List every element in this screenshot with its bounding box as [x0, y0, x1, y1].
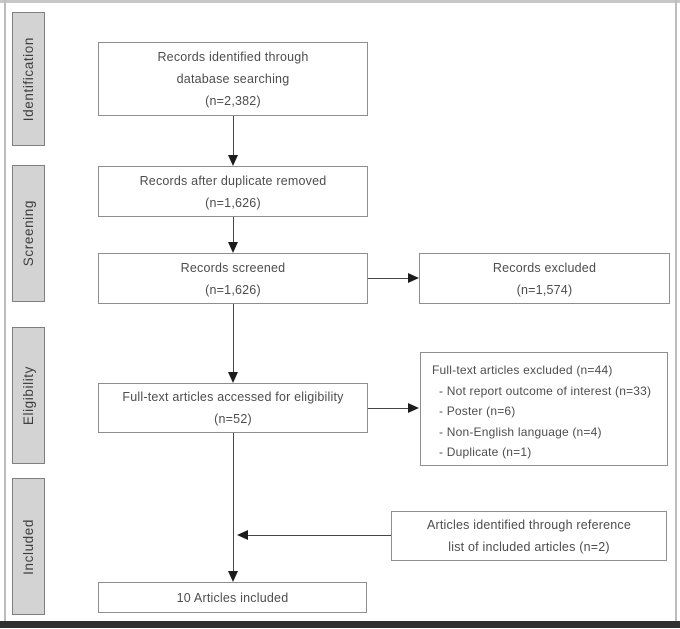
box-fulltext-excluded: Full-text articles excluded (n=44) - Not…	[420, 352, 668, 466]
box-records-screened: Records screened (n=1,626)	[98, 253, 368, 304]
box-fulltext-excluded-reason-1: - Not report outcome of interest (n=33)	[439, 383, 652, 398]
box-records-identified-line1: Records identified through	[157, 50, 309, 64]
box-fulltext-accessed: Full-text articles accessed for eligibil…	[98, 383, 368, 433]
box-records-excluded-count: (n=1,574)	[516, 282, 573, 297]
stage-label-identification: Identification	[21, 36, 36, 122]
box-after-duplicates: Records after duplicate removed (n=1,626…	[98, 166, 368, 217]
arrow-fulltext-to-excluded-stem	[368, 408, 409, 409]
box-fulltext-excluded-reason-3: - Non-English language (n=4)	[439, 424, 602, 439]
frame-border-bottom	[0, 621, 680, 628]
arrow-duplicates-to-screened-head	[228, 242, 238, 253]
box-records-identified-count: (n=2,382)	[205, 94, 261, 108]
box-records-excluded-line1: Records excluded	[492, 260, 597, 275]
box-records-screened-count: (n=1,626)	[205, 282, 261, 297]
stage-band-included: Included	[12, 478, 45, 615]
arrow-duplicates-to-screened-stem	[233, 217, 234, 243]
box-articles-included-line1: 10 Articles included	[176, 590, 289, 605]
box-fulltext-accessed-line1: Full-text articles accessed for eligibil…	[122, 390, 344, 404]
box-after-duplicates-line1: Records after duplicate removed	[139, 173, 327, 188]
frame-border-left	[4, 0, 6, 625]
box-records-identified-line2: database searching	[176, 72, 290, 86]
stage-label-eligibility: Eligibility	[21, 365, 36, 426]
arrow-fulltext-to-included-head	[228, 571, 238, 582]
stage-band-screening: Screening	[12, 165, 45, 302]
arrow-reference-to-included-head	[237, 530, 248, 540]
box-articles-included: 10 Articles included	[98, 582, 367, 613]
arrow-screened-to-excluded-stem	[368, 278, 410, 279]
arrow-reference-to-included-stem	[248, 535, 391, 536]
arrow-identified-to-duplicates-head	[228, 155, 238, 166]
arrow-screened-to-fulltext-stem	[233, 304, 234, 372]
box-fulltext-excluded-title: Full-text articles excluded (n=44)	[432, 363, 613, 377]
stage-label-included: Included	[21, 518, 36, 575]
box-fulltext-accessed-count: (n=52)	[214, 412, 252, 426]
arrow-screened-to-fulltext-head	[228, 372, 238, 383]
box-records-identified: Records identified through database sear…	[98, 42, 368, 116]
arrow-identified-to-duplicates-stem	[233, 116, 234, 156]
stage-band-eligibility: Eligibility	[12, 327, 45, 464]
box-reference-articles-line1: Articles identified through reference	[426, 518, 632, 532]
stage-band-identification: Identification	[12, 12, 45, 146]
box-records-excluded: Records excluded (n=1,574)	[419, 253, 670, 304]
stage-label-screening: Screening	[21, 200, 36, 267]
arrow-fulltext-to-excluded-head	[408, 403, 419, 413]
box-reference-articles-line2: list of included articles (n=2)	[448, 540, 610, 554]
box-fulltext-excluded-reason-2: - Poster (n=6)	[439, 404, 516, 418]
box-fulltext-excluded-reason-4: - Duplicate (n=1)	[439, 445, 532, 459]
box-after-duplicates-count: (n=1,626)	[205, 195, 261, 210]
arrow-screened-to-excluded-head	[408, 273, 419, 283]
frame-border-top	[0, 0, 680, 3]
box-reference-articles: Articles identified through reference li…	[391, 511, 667, 561]
box-records-screened-line1: Records screened	[180, 260, 286, 275]
arrow-fulltext-to-included-stem	[233, 433, 234, 572]
frame-border-right	[675, 0, 677, 625]
